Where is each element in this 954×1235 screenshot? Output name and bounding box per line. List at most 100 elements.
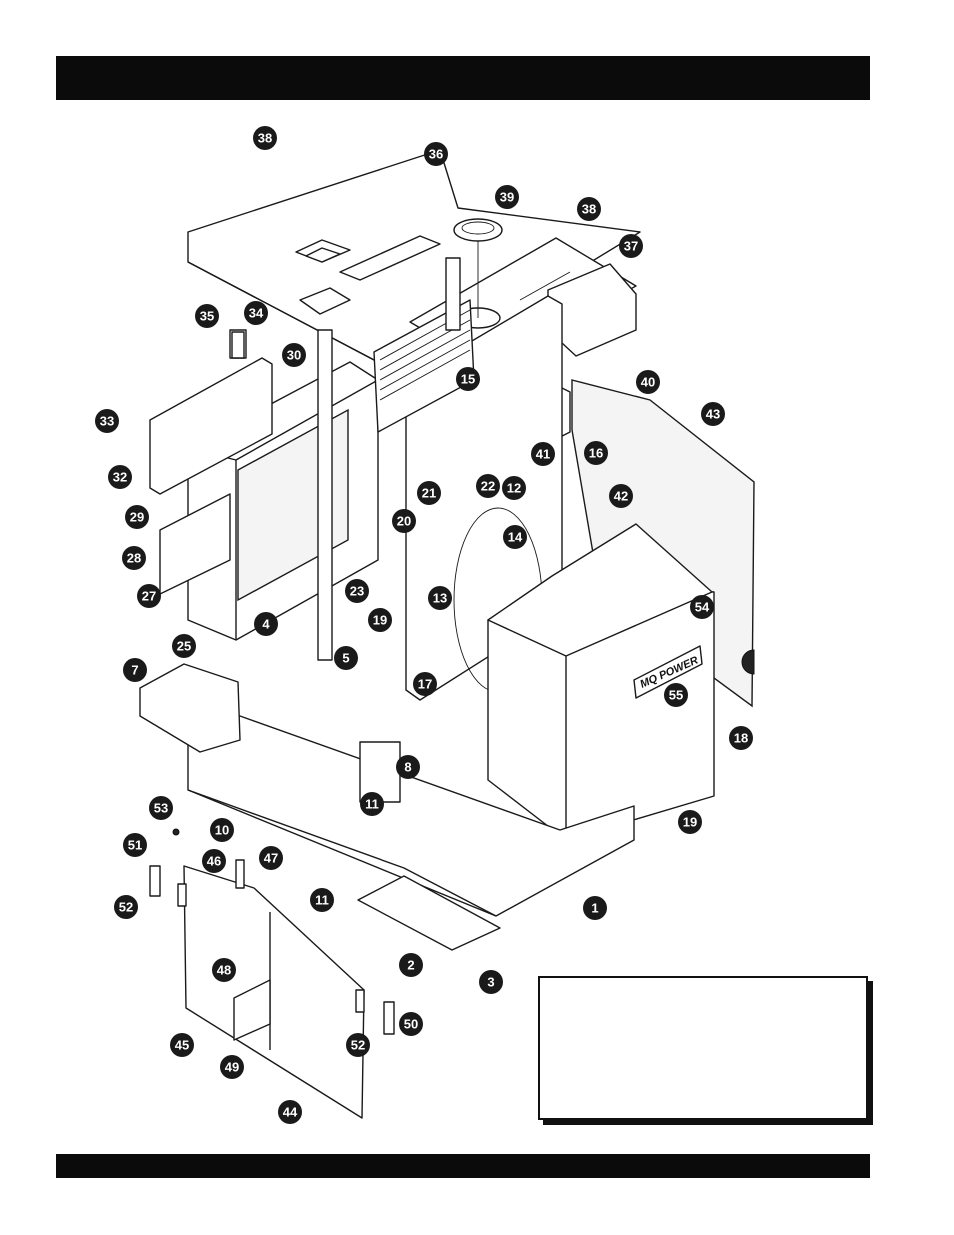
callout-38-top-right: 38: [577, 197, 601, 221]
callout-19-upper: 19: [368, 608, 392, 632]
svg-text:38: 38: [258, 131, 272, 146]
svg-text:52: 52: [119, 900, 133, 915]
callout-46: 46: [202, 849, 226, 873]
svg-text:38: 38: [582, 202, 596, 217]
callout-36: 36: [424, 142, 448, 166]
callout-53: 53: [149, 796, 173, 820]
callout-27: 27: [137, 584, 161, 608]
svg-text:15: 15: [461, 372, 475, 387]
callout-29: 29: [125, 505, 149, 529]
svg-text:41: 41: [536, 447, 550, 462]
callout-2: 2: [399, 953, 423, 977]
svg-text:52: 52: [351, 1038, 365, 1053]
callout-52-left: 52: [114, 895, 138, 919]
fuel-cap: [454, 219, 502, 241]
callout-25: 25: [172, 634, 196, 658]
svg-text:14: 14: [508, 530, 523, 545]
callout-30: 30: [282, 343, 306, 367]
svg-text:48: 48: [217, 963, 231, 978]
svg-text:5: 5: [342, 651, 349, 666]
callout-11-lower: 11: [310, 888, 334, 912]
callout-12: 12: [502, 476, 526, 500]
svg-text:11: 11: [365, 797, 379, 812]
callout-44: 44: [278, 1100, 302, 1124]
callout-32: 32: [108, 465, 132, 489]
callout-50: 50: [399, 1012, 423, 1036]
svg-text:27: 27: [142, 589, 156, 604]
svg-text:23: 23: [350, 584, 364, 599]
svg-text:55: 55: [669, 688, 683, 703]
svg-text:20: 20: [397, 514, 411, 529]
svg-text:4: 4: [262, 617, 270, 632]
svg-text:25: 25: [177, 639, 191, 654]
callout-17: 17: [413, 672, 437, 696]
svg-text:17: 17: [418, 677, 432, 692]
callout-18: 18: [729, 726, 753, 750]
svg-text:1: 1: [591, 901, 598, 916]
svg-text:45: 45: [175, 1038, 189, 1053]
svg-text:43: 43: [706, 407, 720, 422]
svg-text:19: 19: [373, 613, 387, 628]
callout-33: 33: [95, 409, 119, 433]
svg-text:47: 47: [264, 851, 278, 866]
svg-text:22: 22: [481, 479, 495, 494]
callout-51: 51: [123, 833, 147, 857]
callout-35: 35: [195, 304, 219, 328]
callout-43: 43: [701, 402, 725, 426]
svg-text:29: 29: [130, 510, 144, 525]
left-frame-assembly: [150, 330, 378, 640]
svg-text:3: 3: [487, 975, 494, 990]
svg-text:2: 2: [407, 958, 414, 973]
svg-text:44: 44: [283, 1105, 298, 1120]
svg-text:12: 12: [507, 481, 521, 496]
callout-5: 5: [334, 646, 358, 670]
svg-text:32: 32: [113, 470, 127, 485]
callout-37: 37: [619, 234, 643, 258]
svg-text:37: 37: [624, 239, 638, 254]
footer-bar: [56, 1154, 870, 1178]
callout-40: 40: [636, 370, 660, 394]
svg-text:53: 53: [154, 801, 168, 816]
front-door: [178, 866, 364, 1118]
callout-48: 48: [212, 958, 236, 982]
callout-55: 55: [664, 683, 688, 707]
callout-45: 45: [170, 1033, 194, 1057]
svg-text:35: 35: [200, 309, 214, 324]
callout-4: 4: [254, 612, 278, 636]
callout-38-top-left: 38: [253, 126, 277, 150]
callout-39: 39: [495, 185, 519, 209]
note-box: [538, 976, 868, 1120]
callout-19-lower: 19: [678, 810, 702, 834]
callout-54: 54: [690, 595, 714, 619]
svg-text:34: 34: [249, 306, 264, 321]
svg-text:11: 11: [315, 893, 329, 908]
callout-10: 10: [210, 818, 234, 842]
callout-21: 21: [417, 481, 441, 505]
svg-text:7: 7: [131, 663, 138, 678]
callout-28: 28: [122, 546, 146, 570]
svg-text:18: 18: [734, 731, 748, 746]
svg-text:10: 10: [215, 823, 229, 838]
svg-text:39: 39: [500, 190, 514, 205]
callout-42: 42: [609, 484, 633, 508]
svg-text:13: 13: [433, 591, 447, 606]
callout-8: 8: [396, 755, 420, 779]
callout-16: 16: [584, 441, 608, 465]
callout-47: 47: [259, 846, 283, 870]
callout-13: 13: [428, 586, 452, 610]
svg-text:30: 30: [287, 348, 301, 363]
callout-23: 23: [345, 579, 369, 603]
svg-text:8: 8: [404, 760, 411, 775]
svg-text:50: 50: [404, 1017, 418, 1032]
svg-text:40: 40: [641, 375, 655, 390]
svg-text:54: 54: [695, 600, 710, 615]
svg-text:16: 16: [589, 446, 603, 461]
svg-text:33: 33: [100, 414, 114, 429]
svg-text:51: 51: [128, 838, 142, 853]
callout-49: 49: [220, 1055, 244, 1079]
svg-text:36: 36: [429, 147, 443, 162]
callout-41: 41: [531, 442, 555, 466]
callout-52-right: 52: [346, 1033, 370, 1057]
svg-text:46: 46: [207, 854, 221, 869]
callout-7: 7: [123, 658, 147, 682]
